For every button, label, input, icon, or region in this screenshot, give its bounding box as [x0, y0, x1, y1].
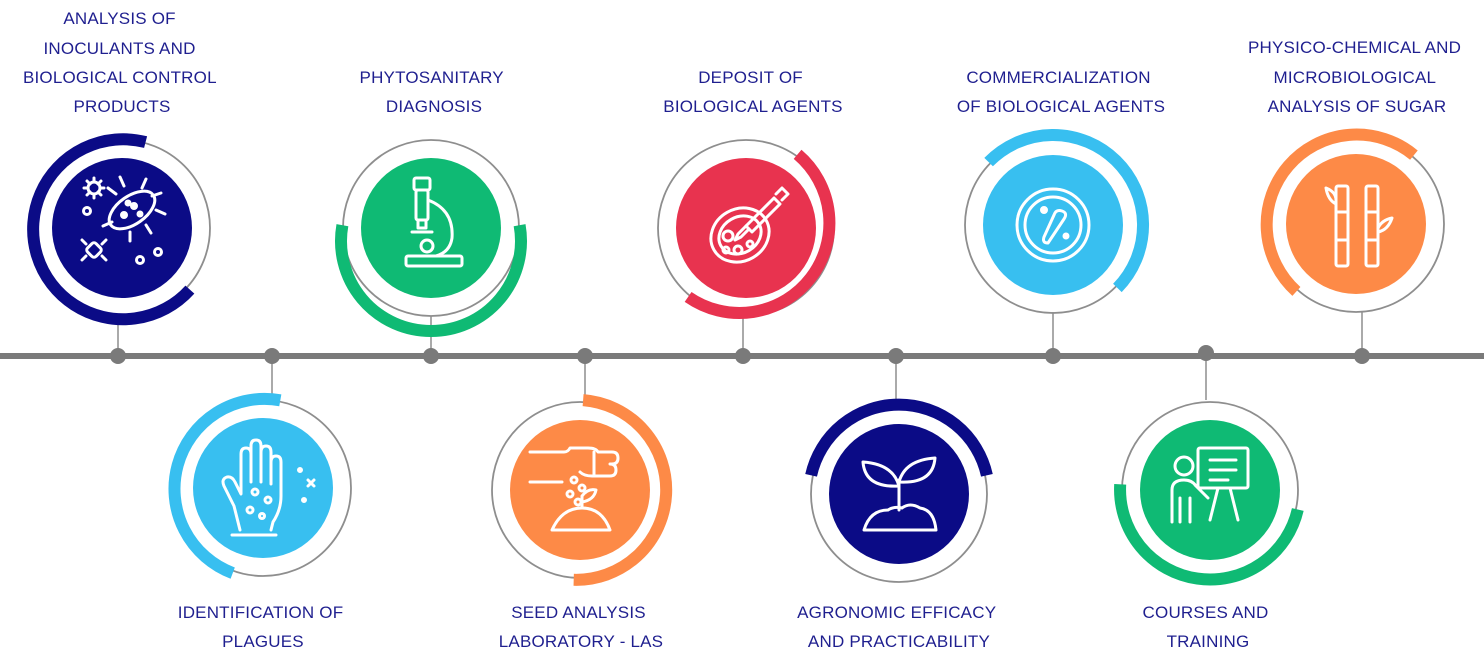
service-seed-analysis[interactable]: SEED ANALYSIS LABORATORY - LAS	[491, 348, 673, 651]
icon-disc	[361, 158, 501, 298]
sugarcane-icon	[1324, 184, 1394, 268]
accent-arc	[684, 149, 836, 319]
accent-arc	[1114, 483, 1304, 586]
timeline-node	[1198, 345, 1214, 361]
service-courses[interactable]: COURSES AND TRAINING	[1114, 345, 1304, 651]
bacteria-icon	[80, 175, 167, 265]
service-label: SEED ANALYSIS LABORATORY - LAS	[499, 603, 663, 651]
service-label: AGRONOMIC EFFICACY AND PRACTICABILITY	[797, 603, 1001, 651]
icon-disc	[1286, 154, 1426, 294]
accent-arc	[168, 392, 282, 579]
infected-hand-icon	[221, 438, 316, 537]
service-label: COURSES AND TRAINING	[1143, 603, 1274, 651]
service-deposit[interactable]: DEPOSIT OF BIOLOGICAL AGENTS	[657, 68, 843, 364]
presentation-board-icon	[1170, 446, 1250, 524]
service-label: PHYSICO-CHEMICAL AND MICROBIOLOGICAL ANA…	[1248, 38, 1466, 116]
service-label: IDENTIFICATION OF PLAGUES	[178, 603, 348, 651]
service-label: ANALYSIS OF INOCULANTS AND BIOLOGICAL CO…	[23, 9, 221, 116]
service-agronomic[interactable]: AGRONOMIC EFFICACY AND PRACTICABILITY	[797, 348, 1001, 651]
icon-disc	[193, 418, 333, 558]
accent-arc	[573, 394, 673, 586]
service-inoculants[interactable]: ANALYSIS OF INOCULANTS AND BIOLOGICAL CO…	[23, 9, 221, 364]
service-label: PHYTOSANITARY DIAGNOSIS	[360, 68, 509, 116]
icon-disc	[983, 155, 1123, 295]
service-sugar[interactable]: PHYSICO-CHEMICAL AND MICROBIOLOGICAL ANA…	[1248, 38, 1466, 364]
accent-arc	[335, 224, 527, 338]
petri-dish-icon	[1015, 187, 1091, 263]
microscope-icon	[404, 176, 464, 268]
timeline-node	[735, 348, 751, 364]
accent-arc	[984, 128, 1150, 293]
accent-arc	[27, 133, 195, 326]
timeline-node	[264, 348, 280, 364]
accent-arc	[1260, 128, 1418, 296]
service-phytosanitary[interactable]: PHYTOSANITARY DIAGNOSIS	[335, 68, 527, 364]
timeline-node	[110, 348, 126, 364]
service-label: COMMERCIALIZATION OF BIOLOGICAL AGENTS	[957, 68, 1165, 116]
service-plagues[interactable]: IDENTIFICATION OF PLAGUES	[168, 348, 352, 651]
timeline-node	[1354, 348, 1370, 364]
accent-arc	[805, 398, 993, 477]
service-commercialization[interactable]: COMMERCIALIZATION OF BIOLOGICAL AGENTS	[957, 68, 1165, 364]
timeline-node	[577, 348, 593, 364]
icon-disc	[1140, 420, 1280, 560]
timeline-node	[888, 348, 904, 364]
timeline-node	[423, 348, 439, 364]
petri-dropper-icon	[709, 186, 790, 264]
sprout-icon	[861, 456, 938, 532]
seed-sowing-icon	[528, 446, 620, 532]
service-label: DEPOSIT OF BIOLOGICAL AGENTS	[663, 68, 842, 116]
timeline-node	[1045, 348, 1061, 364]
